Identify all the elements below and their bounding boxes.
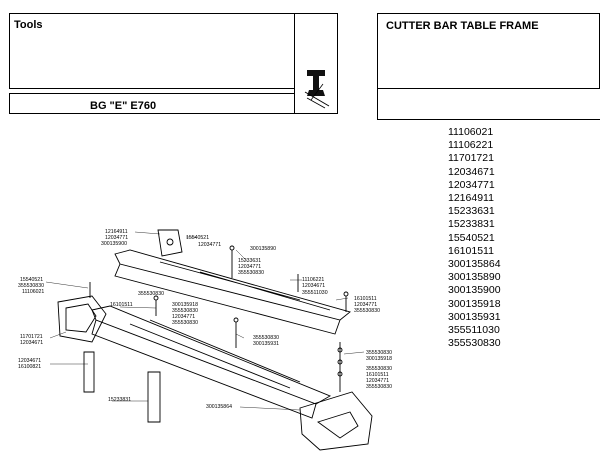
diagram-label: 11106221 [302, 277, 324, 283]
diagram-label: 16101511 [354, 296, 377, 302]
diagram-label: 15233831 [108, 397, 131, 403]
section-title: CUTTER BAR TABLE FRAME [386, 20, 539, 32]
diagram-label: 15233631 [238, 258, 261, 264]
part-number: 11106021 [448, 126, 494, 138]
part-number: 300135918 [448, 297, 501, 310]
part-number: 300135864 [448, 258, 501, 271]
diagram-label: 12034671 [18, 358, 41, 364]
diagram-label: 355530830 [18, 283, 44, 289]
diagram-label: 300135890 [250, 246, 276, 252]
part-number: 12034671 [448, 165, 495, 178]
part-number: 11701721 [448, 152, 494, 165]
diagram-label: 12034771 [366, 378, 389, 384]
diagram-label: 12034771 [354, 302, 377, 308]
diagram-label: 12034671 [302, 283, 325, 289]
diagram-label: 355530830 [366, 366, 392, 372]
part-number-list: 11106021 11106221 11701721 12034671 1203… [448, 126, 501, 350]
part-number: 15540521 [448, 231, 495, 244]
diagram-label: 12034771 [172, 314, 195, 320]
diagram-label: 12034771 [238, 264, 261, 270]
part-number: 300135900 [448, 284, 501, 297]
diagram-label: 355530830 [172, 308, 198, 314]
upper-frame-beam [114, 249, 351, 321]
diagram-label: 15540521 [20, 277, 43, 283]
diagram-label: 355530830 [366, 384, 392, 390]
diagram-label: 300135864 [206, 404, 232, 410]
left-post [83, 351, 95, 393]
diagram-label: 355530830 [138, 291, 164, 297]
diagram-label: 300135900 [101, 241, 127, 247]
diagram-label: 12034671 [20, 340, 43, 346]
lower-frame-beam [91, 305, 332, 405]
diagram-label: 300135931 [253, 341, 279, 347]
part-number: 15233631 [448, 205, 495, 218]
part-number: 300135931 [448, 310, 501, 323]
diagram-label: 300135918 [172, 302, 198, 308]
diagram-label: 16101511 [366, 372, 389, 378]
diagram-label: 11701721 [20, 334, 43, 340]
part-number: 15233831 [448, 218, 495, 231]
diagram-label: 355511030 [302, 290, 328, 296]
diagram-label: 12164911 [105, 229, 128, 235]
diagram-label: 355530830 [172, 320, 198, 326]
divider-line [377, 89, 378, 120]
upper-bracket [157, 229, 183, 257]
part-number: 355530830 [448, 337, 501, 350]
diagram-label: 355530830 [366, 350, 392, 356]
title-box: CUTTER BAR TABLE FRAME [377, 13, 600, 89]
tools-label: Tools [14, 19, 43, 31]
part-number: 300135890 [448, 271, 501, 284]
divider-line [377, 119, 600, 120]
exploded-parts-diagram: 12164911 12034771 300135900 15540521 120… [18, 229, 392, 451]
left-end-plate [57, 295, 107, 343]
part-number: 11106221 [448, 139, 494, 152]
diagram-label: 355530830 [354, 308, 380, 314]
diagram-label: 16100821 [18, 364, 41, 370]
part-number: 16101511 [448, 244, 494, 257]
part-number: 355511030 [448, 324, 500, 337]
right-end-plate [299, 391, 373, 451]
tools-box: Tools [9, 13, 295, 89]
model-label: BG "E" E760 [90, 100, 157, 112]
diagram-label: 355530830 [253, 335, 279, 341]
diagram-label: 12034771 [198, 242, 221, 248]
diagram-label: 355530830 [238, 270, 264, 276]
diagram-label: 11106021 [22, 289, 44, 295]
tool-icon-box [294, 13, 338, 114]
diagram-label: 16101511 [110, 302, 133, 308]
part-number: 12164911 [448, 192, 494, 205]
diagram-label: 12034771 [105, 235, 128, 241]
hand-tool-icon [304, 70, 330, 109]
part-number: 12034771 [448, 178, 495, 191]
diagram-label: 300135918 [366, 356, 392, 362]
diagram-label: 15540521 [186, 235, 209, 241]
model-box: BG "E" E760 [9, 93, 295, 114]
front-post [147, 371, 161, 423]
